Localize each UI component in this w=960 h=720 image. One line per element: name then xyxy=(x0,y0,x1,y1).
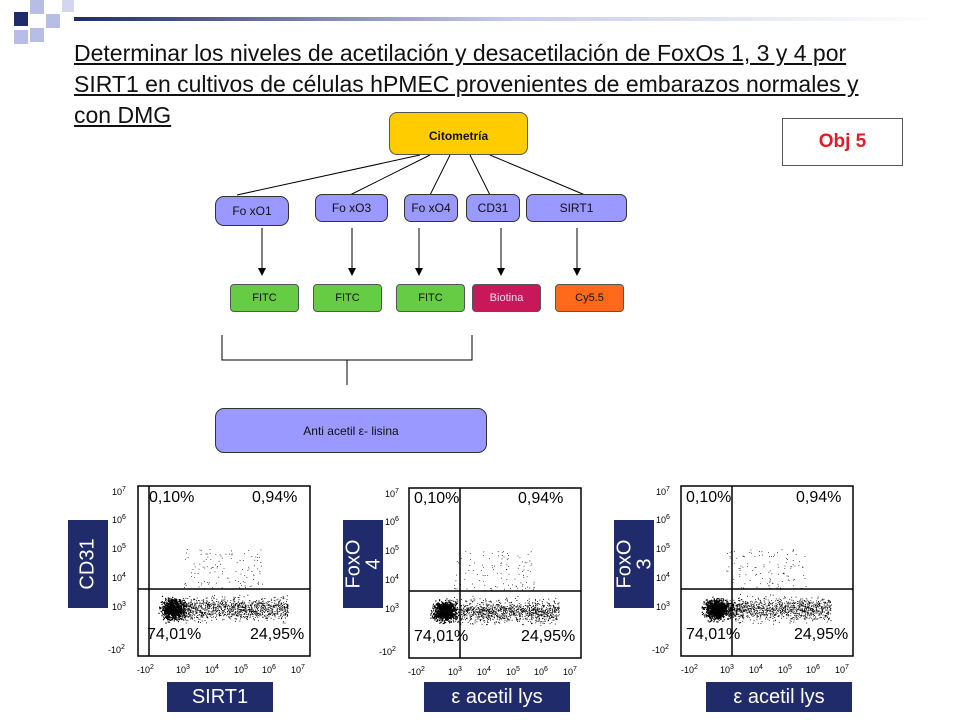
y-tick: 105 xyxy=(112,543,126,554)
anti-acetil-lisina-box: Anti acetil ε- lisina xyxy=(215,408,487,453)
x-tick: -102 xyxy=(408,666,425,677)
plot1-scatter-area xyxy=(137,485,311,657)
objective-badge: Obj 5 xyxy=(782,118,903,166)
plot1-quadrant-ur: 0,94% xyxy=(252,489,298,506)
label-fitc-2: FITC xyxy=(313,284,382,312)
diagram-connectors xyxy=(221,154,586,385)
x-tick: -102 xyxy=(681,664,698,675)
x-tick: 104 xyxy=(477,666,491,677)
plot1-y-axis-label: CD31 xyxy=(68,520,108,608)
x-tick: 104 xyxy=(749,664,763,675)
slide-title: Determinar los niveles de acetilación y … xyxy=(74,40,859,128)
plot1-quadrant-lr: 24,95% xyxy=(250,626,305,643)
y-tick: 104 xyxy=(112,572,126,583)
corner-square-light xyxy=(30,0,44,14)
x-tick: 105 xyxy=(778,664,792,675)
corner-square-light xyxy=(14,30,28,44)
plot1-quadrant-ul: 0,10% xyxy=(149,489,195,506)
x-tick: 106 xyxy=(262,664,276,675)
y-tick: 107 xyxy=(112,486,126,497)
plot2-y-axis-label: FoxO 4 xyxy=(342,520,384,608)
label-biotina: Biotina xyxy=(472,284,541,312)
plot3-scatter-area xyxy=(680,485,854,657)
x-tick: 105 xyxy=(506,666,520,677)
target-foxo3: Fo xO3 xyxy=(315,194,388,222)
plot3-quadrant-lr: 24,95% xyxy=(794,626,849,643)
y-tick: 105 xyxy=(385,545,399,556)
plot2-scatter-area xyxy=(408,487,582,659)
y-tick: 105 xyxy=(656,543,670,554)
label-cy55: Cy5.5 xyxy=(555,284,624,312)
y-tick: 103 xyxy=(112,601,126,612)
y-tick: -102 xyxy=(652,644,669,655)
plot3-quadrant-ur: 0,94% xyxy=(796,489,842,506)
corner-square-dark xyxy=(14,12,28,26)
plot1-quadrant-ll: 74,01% xyxy=(147,626,202,643)
header-rule xyxy=(74,17,942,21)
y-tick: 103 xyxy=(385,603,399,614)
target-sirt1: SIRT1 xyxy=(526,194,627,222)
plot3-quadrant-ul: 0,10% xyxy=(686,489,732,506)
plot3-y-axis-label: FoxO 3 xyxy=(613,520,655,608)
citometria-box: Citometría xyxy=(389,112,528,155)
label-fitc-3: FITC xyxy=(396,284,465,312)
target-foxo1: Fo xO1 xyxy=(215,196,289,226)
plot2-quadrant-ul: 0,10% xyxy=(414,490,460,507)
y-tick: -102 xyxy=(108,644,125,655)
corner-square-mid xyxy=(62,0,74,12)
plot3-quadrant-ll: 74,01% xyxy=(686,626,741,643)
target-cd31: CD31 xyxy=(466,194,520,222)
target-foxo4: Fo xO4 xyxy=(404,194,458,222)
y-tick: 106 xyxy=(385,516,399,527)
plot3-x-axis-label: ε acetil lys xyxy=(706,682,852,712)
y-tick: 106 xyxy=(112,514,126,525)
x-tick: -102 xyxy=(137,664,154,675)
x-tick: 103 xyxy=(448,666,462,677)
y-tick: 104 xyxy=(656,572,670,583)
x-tick: 103 xyxy=(720,664,734,675)
corner-square-light xyxy=(46,14,60,28)
x-tick: 107 xyxy=(835,664,849,675)
label-fitc-1: FITC xyxy=(230,284,299,312)
corner-square-light xyxy=(30,28,44,42)
plot2-quadrant-ur: 0,94% xyxy=(518,490,564,507)
y-tick: 104 xyxy=(385,574,399,585)
x-tick: 103 xyxy=(176,664,190,675)
x-tick: 106 xyxy=(806,664,820,675)
plot2-x-axis-label: ε acetil lys xyxy=(424,682,570,712)
y-tick: -102 xyxy=(379,646,396,657)
y-tick: 107 xyxy=(385,488,399,499)
x-tick: 107 xyxy=(291,664,305,675)
y-tick: 106 xyxy=(656,514,670,525)
x-tick: 104 xyxy=(205,664,219,675)
plot2-quadrant-lr: 24,95% xyxy=(521,628,576,645)
plot2-quadrant-ll: 74,01% xyxy=(414,628,469,645)
x-tick: 106 xyxy=(534,666,548,677)
y-tick: 107 xyxy=(656,486,670,497)
y-tick: 103 xyxy=(656,601,670,612)
plot1-x-axis-label: SIRT1 xyxy=(167,682,273,712)
x-tick: 105 xyxy=(234,664,248,675)
x-tick: 107 xyxy=(563,666,577,677)
